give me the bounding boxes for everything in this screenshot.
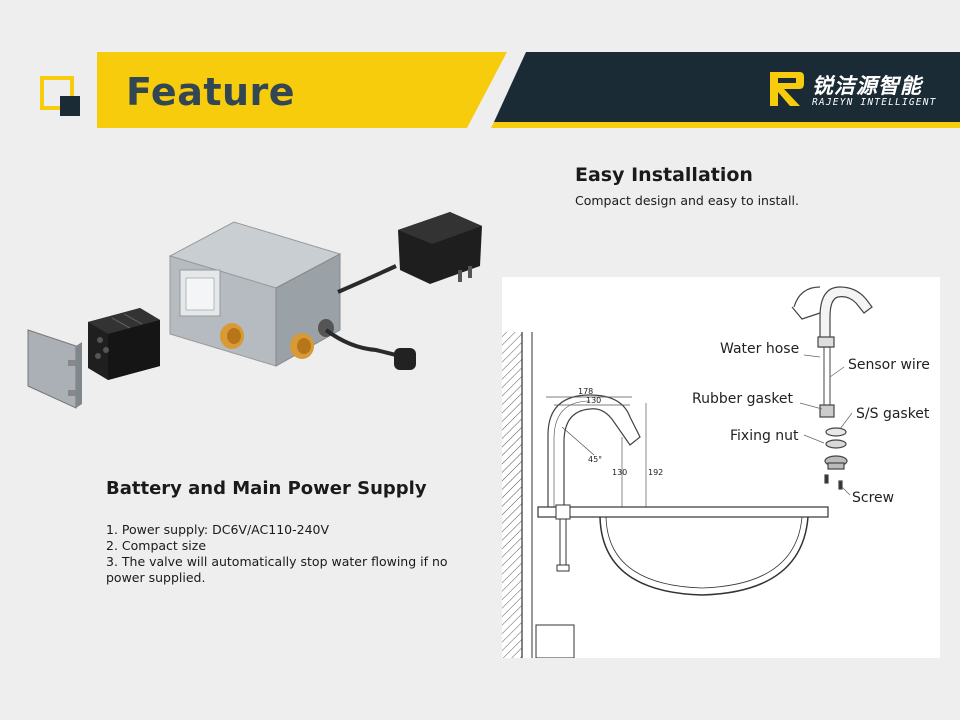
faucet-exploded-view — [791, 286, 873, 490]
page-title: Feature — [126, 70, 296, 114]
title-banner — [97, 52, 507, 128]
sensor-connector — [394, 348, 416, 370]
label-ss-gasket: S/S gasket — [856, 406, 930, 422]
battery-cover — [27, 329, 82, 409]
label-water-hose: Water hose — [720, 341, 799, 357]
countertop — [537, 506, 829, 518]
leader-lines — [799, 354, 853, 496]
dimension-width-inner: 130 — [586, 396, 601, 405]
label-fixing-nut: Fixing nut — [730, 428, 799, 444]
list-item: 1. Power supply: DC6V/AC110-240V — [106, 522, 330, 537]
list-item: 3. The valve will automatically stop wat… — [106, 554, 448, 585]
installation-heading: Easy Installation — [575, 164, 753, 186]
brand-banner — [491, 52, 960, 128]
list-item: 2. Compact size — [106, 538, 207, 553]
installation-diagram: 178 130 45° 130 192 — [502, 277, 940, 659]
control-box — [168, 221, 342, 367]
cables — [324, 264, 401, 358]
brand-name-chinese: 锐洁源智能 — [812, 74, 922, 98]
power-adapter — [398, 212, 482, 284]
brand-name-english: RAJEYN INTELLIGENT — [812, 97, 937, 108]
label-rubber-gasket: Rubber gasket — [692, 391, 794, 407]
faucet-side-view — [547, 394, 641, 507]
dimension-height-body: 130 — [612, 468, 627, 477]
dimension-height-total: 192 — [648, 468, 663, 477]
dimension-angle: 45° — [588, 455, 602, 464]
label-sensor-wire: Sensor wire — [848, 357, 930, 373]
dimension-lines — [546, 396, 647, 507]
under-sink-pipe — [535, 504, 575, 659]
basin — [599, 516, 809, 596]
label-screw: Screw — [852, 490, 894, 506]
installation-description: Compact design and easy to install. — [575, 193, 799, 208]
battery-holder — [88, 308, 160, 380]
power-supply-product-image — [27, 212, 482, 409]
logo-mark-icon — [770, 72, 804, 106]
battery-heading: Battery and Main Power Supply — [106, 478, 427, 499]
dimension-width-outer: 178 — [578, 387, 593, 396]
square-outline-icon — [40, 76, 80, 116]
feature-list: 1. Power supply: DC6V/AC110-240V 2. Comp… — [106, 522, 476, 586]
wall — [502, 332, 533, 658]
